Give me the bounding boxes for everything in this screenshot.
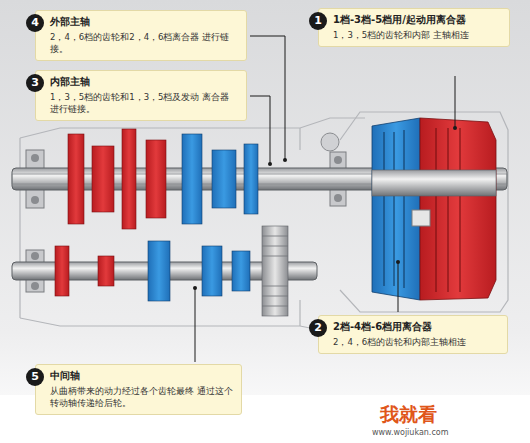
clutch-pack [372,118,496,300]
callout-body: 从曲柄带来的动力经过各个齿轮最终 通过这个转动轴传递给后轮。 [50,385,233,410]
callout-body: 1，3，5档的齿轮和1，3，5档及发动 离合器进行链接。 [50,91,238,116]
callout-box: 2档-4档-6档用离合器 2，4，6档的齿轮和内部主轴相连 [318,315,508,354]
even-gears [148,134,258,301]
callout-box: 外部主轴 2，4，6档的齿轮和2，4，6档离合器 进行链接。 [35,10,247,61]
callout-title: 2档-4档-6档用离合器 [333,320,499,334]
callout-title: 外部主轴 [50,15,238,29]
output-gear [262,226,288,316]
leader-dots [193,126,457,290]
callout-number: 3 [26,74,44,92]
callout-body: 1，3，5档的齿轮和内部 主轴相连 [333,29,501,41]
housing [20,112,508,332]
callout-box: 内部主轴 1，3，5档的齿轮和1，3，5档及发动 离合器进行链接。 [35,70,247,121]
callout-body: 2，4，6档的齿轮和内部主轴相连 [333,336,499,348]
callout-title: 中间轴 [50,369,233,383]
callout-number: 4 [26,14,44,32]
callout-box: 1档-3档-5档用/起动用离合器 1，3，5档的齿轮和内部 主轴相连 [318,8,510,47]
callout-title: 内部主轴 [50,75,238,89]
callout-number: 1 [309,12,327,30]
callout-title: 1档-3档-5档用/起动用离合器 [333,13,501,27]
watermark: 我就看 [380,402,437,428]
watermark-url: www.wojiukan.com [372,428,448,437]
callout-box: 中间轴从曲柄带来的动力经过各个齿轮最终 通过这个转动轴传递给后轮。 [35,364,242,415]
callout-body: 2，4，6档的齿轮和2，4，6档离合器 进行链接。 [50,31,238,56]
callout-number: 5 [26,368,44,386]
callout-number: 2 [309,319,327,337]
